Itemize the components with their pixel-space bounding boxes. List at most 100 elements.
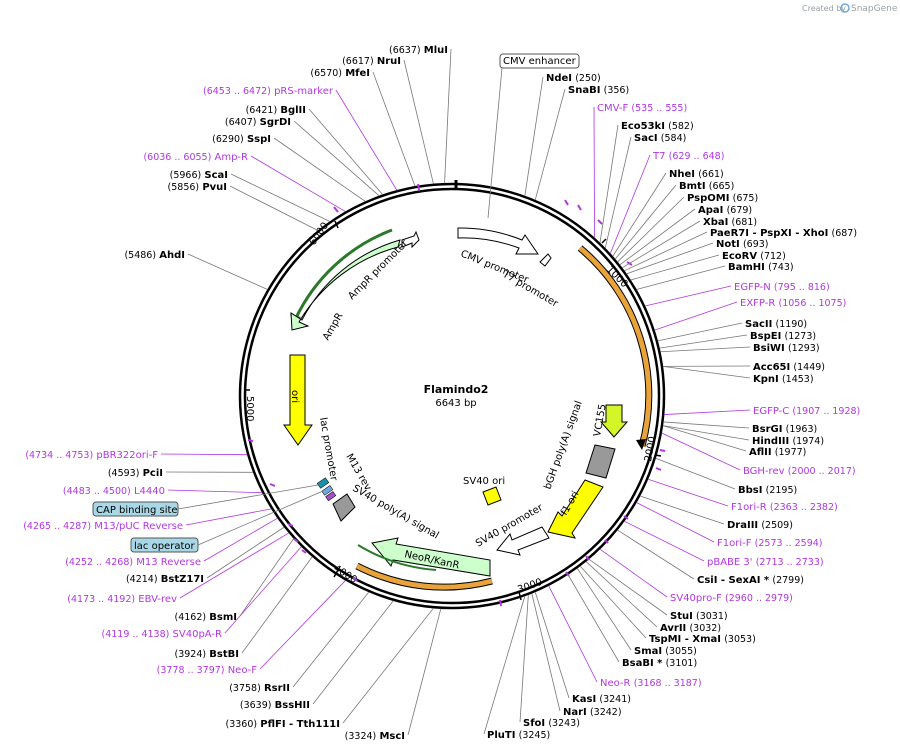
site-label-right-7[interactable]: BmtI (665) [679,181,734,192]
m13-rev-feature[interactable] [325,491,337,502]
site-label-left-8[interactable]: (5966) ScaI [170,170,228,181]
site-label-left-20[interactable]: (3924) BstBI [175,649,239,660]
bgh-polya-feature[interactable] [585,444,616,479]
site-label-right-23[interactable]: BsrGI (1963) [752,424,817,435]
primer-label-left-21[interactable]: (3778 .. 3797) Neo-F [157,665,258,676]
leader-line [630,254,720,281]
site-label-right-1[interactable]: SnaBI (356) [568,85,629,96]
site-label-right-6[interactable]: NheI (661) [669,169,724,180]
primer-label-right-2[interactable]: CMV-F (535 .. 555) [597,103,687,114]
site-label-right-20[interactable]: Acc65I (1449) [753,362,825,373]
site-label-left-24[interactable]: (3360) PflFI - Tth111I [225,719,340,730]
primer-label-left-13[interactable]: (4483 .. 4500) L4440 [63,486,165,497]
cap-binding-feature[interactable] [316,477,330,489]
primer-mark-neor [499,599,502,607]
site-label-left-5[interactable]: (6407) SgrDI [225,117,291,128]
site-label-left-9[interactable]: (5856) PvuI [168,182,227,193]
primer-label-right-30[interactable]: F1ori-F (2573 .. 2594) [717,538,823,549]
site-label-right-37[interactable]: SmaI (3055) [634,646,697,657]
primer-label-left-14[interactable]: (4265 .. 4287) M13/pUC Reverse [23,521,183,532]
primer-label-left-19[interactable]: (4119 .. 4138) SV40pA-R [102,629,223,640]
primer-label-right-16[interactable]: EXFP-R (1056 .. 1075) [740,298,846,309]
primer-label-left-3[interactable]: (6453 .. 6472) pRS-marker [203,86,334,97]
primer-label-left-15[interactable]: (4252 .. 4268) M13 Reverse [65,557,201,568]
label-position: (3032) [689,623,721,634]
primer-label-right-26[interactable]: BGH-rev (2000 .. 2017) [743,466,856,477]
primer-label-right-31[interactable]: pBABE 3' (2713 .. 2733) [707,557,824,568]
site-label-right-42[interactable]: SfoI (3243) [523,718,580,729]
cmv-enhancer-box[interactable] [499,53,580,69]
sv40-polya-feature[interactable] [332,493,356,522]
site-label-left-25[interactable]: (3324) MscI [345,731,405,742]
label-name: ApaI [698,205,723,216]
primer-label-right-15[interactable]: EGFP-N (795 .. 816) [734,282,830,293]
leader-line [185,508,272,526]
site-label-right-3[interactable]: Eco53kI (582) [621,121,694,132]
site-label-left-2[interactable]: (6570) MfeI [310,68,370,79]
ori-feature[interactable] [283,354,313,446]
sv40-ori-feature[interactable] [482,486,502,506]
label-position: (6290) [212,134,244,145]
site-label-right-10[interactable]: XbaI (681) [703,217,757,228]
primer-label-right-33[interactable]: SV40pro-F (2960 .. 2979) [670,593,793,604]
site-label-left-16[interactable]: (4214) BstZ17I [126,574,204,585]
primer-label-left-7[interactable]: (6036 .. 6055) Amp-R [143,152,248,163]
site-label-right-25[interactable]: AflII (1977) [749,447,806,458]
ampr-promoter-feature[interactable] [401,230,420,249]
t7-promoter-feature[interactable] [539,253,552,267]
site-label-right-29[interactable]: DraIII (2509) [727,520,793,531]
primer-label-left-11[interactable]: (4734 .. 4753) pBR322ori-F [25,450,158,461]
label-name: SV40pro-F [670,593,722,604]
site-label-right-13[interactable]: EcoRV (712) [722,251,786,262]
primer-label-right-22[interactable]: EGFP-C (1907 .. 1928) [753,406,860,417]
site-label-right-21[interactable]: KpnI (1453) [753,374,814,385]
primer-label-right-28[interactable]: F1ori-R (2363 .. 2382) [731,502,838,513]
site-label-right-8[interactable]: PspOMI (675) [687,193,758,204]
snapgene-brand[interactable]: SnapGene [851,4,898,14]
site-label-right-35[interactable]: AvrII (3032) [660,623,721,634]
primer-label-right-5[interactable]: T7 (629 .. 648) [652,151,724,162]
cmv-promoter-feature[interactable] [457,227,539,255]
f1-ori-feature[interactable] [547,479,604,539]
site-label-right-9[interactable]: ApaI (679) [698,205,752,216]
neor-feature[interactable] [371,537,491,577]
site-label-right-0[interactable]: NdeI (250) [546,73,601,84]
site-label-left-18[interactable]: (4162) BsmI [175,612,238,623]
site-label-right-32[interactable]: CsiI - SexAI * (2799) [697,575,804,586]
site-label-right-4[interactable]: SacI (584) [634,133,686,144]
ampr-feature[interactable] [290,239,401,331]
label-position: (3242) [590,707,622,718]
sv40-promoter-feature[interactable] [496,526,550,556]
lac-operator-feature[interactable] [321,485,334,496]
site-label-right-36[interactable]: TspMI - XmaI (3053) [649,634,756,645]
site-label-left-1[interactable]: (6617) NruI [342,56,401,67]
label-position: (356) [604,85,630,96]
site-label-right-11[interactable]: PaeR7I - PspXI - XhoI (687) [710,228,857,239]
label-name: EBV-rev [138,594,177,605]
site-label-right-27[interactable]: BbsI (2195) [738,485,797,496]
site-label-left-22[interactable]: (3758) RsrII [229,683,290,694]
site-label-left-10[interactable]: (5486) AhdI [124,250,185,261]
primer-label-left-17[interactable]: (4173 .. 4192) EBV-rev [67,594,177,605]
label-position: (3758) [229,683,261,694]
site-label-right-18[interactable]: BspEI (1273) [750,331,816,342]
primer-label-right-39[interactable]: Neo-R (3168 .. 3187) [600,678,702,689]
site-label-right-12[interactable]: NotI (693) [716,239,768,250]
site-label-right-19[interactable]: BsiWI (1293) [753,343,820,354]
site-label-left-12[interactable]: (4593) PciI [108,468,163,479]
site-label-right-24[interactable]: HindIII (1974) [752,436,824,447]
site-label-right-17[interactable]: SacII (1190) [745,319,807,330]
label-name: PvuI [202,182,227,193]
site-label-right-34[interactable]: StuI (3031) [670,611,728,622]
site-label-left-6[interactable]: (6290) SspI [212,134,271,145]
site-label-right-14[interactable]: BamHI (743) [728,262,794,273]
label-position: (250) [575,73,601,84]
site-label-left-0[interactable]: (6637) MluI [389,45,448,56]
site-label-right-38[interactable]: BsaBI * (3101) [622,658,697,669]
site-label-right-43[interactable]: PluTI (3245) [487,730,550,741]
vc155-feature[interactable] [599,404,629,438]
site-label-right-41[interactable]: NarI (3242) [563,707,622,718]
site-label-left-23[interactable]: (3639) BssHII [240,700,310,711]
site-label-left-4[interactable]: (6421) BglII [246,105,306,116]
site-label-right-40[interactable]: KasI (3241) [572,694,631,705]
